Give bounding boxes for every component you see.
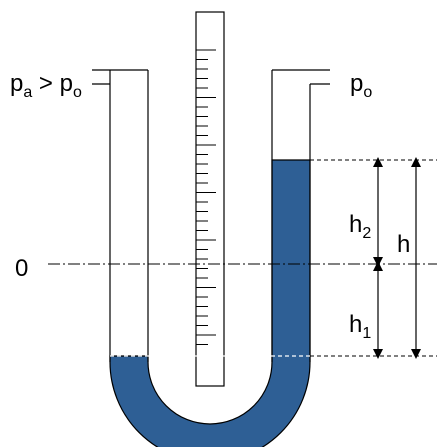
h-label: h xyxy=(397,231,410,258)
pa-subscript: a xyxy=(23,84,32,101)
h2-subscript: 2 xyxy=(362,225,371,242)
pressure-label-right: po xyxy=(350,70,372,101)
h1-label: h1 xyxy=(349,311,371,342)
pa-symbol: p xyxy=(10,70,23,97)
po-left-subscript: o xyxy=(73,84,82,101)
scale-ticks xyxy=(196,49,216,345)
po-right-subscript: o xyxy=(363,84,372,101)
h2-symbol: h xyxy=(349,211,362,238)
h1-subscript: 1 xyxy=(362,325,371,342)
po-left-symbol: p xyxy=(60,70,73,97)
pressure-label-left: pa > po xyxy=(10,70,82,101)
h1-symbol: h xyxy=(349,311,362,338)
greater-than-sign: > xyxy=(32,70,59,97)
manometer-fluid xyxy=(109,159,311,447)
zero-label: 0 xyxy=(15,255,28,282)
measuring-scale xyxy=(195,11,225,387)
po-right-symbol: p xyxy=(350,70,363,97)
h2-label: h2 xyxy=(349,211,371,242)
